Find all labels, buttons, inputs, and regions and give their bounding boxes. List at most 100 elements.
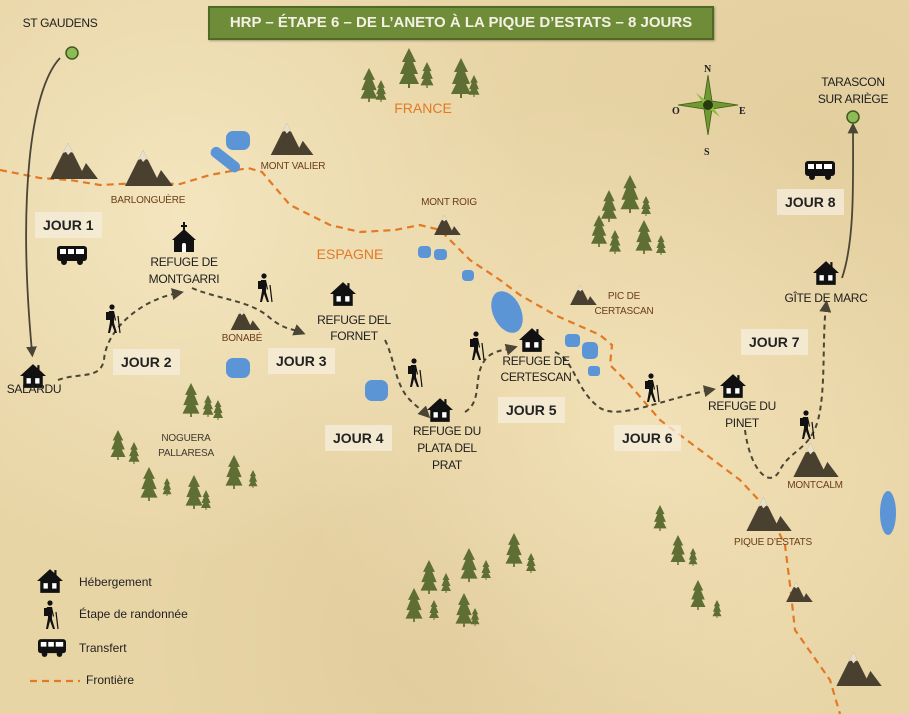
place-barlonguere: BARLONGUÈRE — [110, 195, 186, 206]
tree-icon — [670, 535, 686, 565]
tree-icon — [140, 467, 158, 501]
mountain-icon — [836, 652, 882, 686]
compass-east: E — [739, 106, 746, 117]
forests — [110, 48, 722, 627]
lodging-icon — [519, 328, 545, 352]
tree-icon — [429, 600, 439, 620]
legend-bus-icon — [38, 639, 66, 657]
tree-icon — [601, 190, 617, 222]
legend-hike: Étape de randonnée — [79, 607, 188, 621]
tree-icon — [656, 235, 666, 255]
mountain-icon — [746, 497, 792, 531]
tree-icon — [185, 475, 203, 509]
lakes — [210, 131, 896, 535]
tree-icon — [201, 490, 211, 510]
lodging-plata-2: PLATA DEL — [417, 441, 477, 455]
tree-icon — [635, 220, 653, 254]
place-bonabe: BONABÉ — [221, 333, 263, 344]
lodging-montgarri-2: MONTGARRI — [148, 272, 220, 286]
lodging-gite-de-marc: GÎTE DE MARC — [784, 291, 868, 305]
tree-icon — [468, 75, 480, 97]
compass-north: N — [704, 64, 712, 75]
place-noguera-1: NOGUERA — [161, 433, 211, 444]
tree-icon — [451, 58, 471, 98]
tree-icon — [712, 600, 722, 618]
hiking-trail — [57, 287, 832, 479]
lodging-fornet-2: FORNET — [330, 329, 378, 343]
lodging-certescan-2: CERTESCAN — [500, 370, 572, 384]
day-label-1: JOUR 1 — [35, 212, 102, 238]
day-label-4: JOUR 4 — [325, 425, 392, 451]
tree-icon — [470, 608, 480, 626]
compass-south: S — [704, 147, 710, 158]
lodging-fornet-1: REFUGE DEL — [317, 313, 391, 327]
tree-icon — [399, 48, 419, 88]
legend-transfer: Transfert — [79, 641, 127, 655]
hiker-icon — [105, 304, 121, 334]
mountain-icon — [434, 215, 461, 235]
country-label-france: FRANCE — [394, 100, 452, 116]
tree-icon — [653, 505, 667, 531]
bus-icon — [805, 161, 835, 180]
tree-icon — [690, 580, 706, 610]
mountain-icon — [570, 285, 597, 305]
tree-icon — [620, 175, 640, 213]
bus-icon — [57, 246, 87, 265]
town-st-gaudens: ST GAUDENS — [22, 16, 98, 30]
day-label-8: JOUR 8 — [777, 189, 844, 215]
tree-icon — [360, 68, 378, 102]
transfer-route-end — [841, 122, 859, 279]
end-town-marker — [846, 110, 860, 124]
lodging-montgarri-1: REFUGE DE — [150, 255, 218, 269]
lodging-icon — [813, 261, 839, 285]
legend-hiker-icon — [43, 600, 59, 630]
church-icon — [172, 222, 196, 252]
lodging-icon — [720, 374, 746, 398]
tree-icon — [405, 588, 423, 622]
legend-lodging-icon — [37, 569, 63, 593]
transfer-route-start — [25, 57, 61, 358]
tree-icon — [455, 593, 473, 627]
hiker-icon — [644, 373, 660, 403]
tree-icon — [420, 62, 434, 88]
tree-icon — [375, 80, 387, 102]
place-mont-valier: MONT VALIER — [260, 161, 326, 172]
lodging-certescan-1: REFUGE DE — [502, 354, 570, 368]
town-tarascon-line1: TARASCON — [821, 75, 885, 89]
compass-rose-icon — [677, 74, 739, 136]
country-label-espagne: ESPAGNE — [316, 246, 384, 262]
place-montcalm: MONTCALM — [787, 480, 843, 491]
lodging-icon — [427, 398, 453, 422]
tree-icon — [162, 478, 172, 496]
hiker-icon — [257, 273, 273, 303]
mountain-icon — [230, 308, 261, 330]
tree-icon — [688, 548, 698, 566]
tree-icon — [420, 560, 438, 594]
legend-lodging: Hébergement — [79, 575, 152, 589]
tree-icon — [460, 548, 478, 582]
tree-icon — [213, 400, 223, 420]
compass-west: O — [672, 106, 680, 117]
hiker-icon — [407, 358, 423, 388]
tree-icon — [526, 553, 536, 573]
tree-icon — [202, 395, 214, 417]
lodging-plata-1: REFUGE DU — [413, 424, 481, 438]
tree-icon — [441, 573, 451, 593]
mountain-icon — [270, 123, 314, 155]
mountain-icon — [50, 143, 98, 179]
tree-icon — [641, 196, 651, 216]
tree-icon — [481, 560, 491, 580]
tree-icon — [609, 230, 621, 254]
place-pic-certascan-2: CERTASCAN — [594, 306, 654, 317]
day-label-2: JOUR 2 — [113, 349, 180, 375]
tree-icon — [505, 533, 523, 567]
tree-icon — [225, 455, 243, 489]
lodging-plata-3: PRAT — [432, 458, 462, 472]
tree-icon — [182, 383, 200, 417]
mountain-icon — [125, 150, 173, 186]
lodging-pinet-2: PINET — [725, 416, 759, 430]
lodging-icon — [330, 282, 356, 306]
legend-border: Frontière — [86, 673, 135, 687]
town-tarascon-line2: SUR ARIÈGE — [817, 92, 889, 106]
day-label-6: JOUR 6 — [614, 425, 681, 451]
